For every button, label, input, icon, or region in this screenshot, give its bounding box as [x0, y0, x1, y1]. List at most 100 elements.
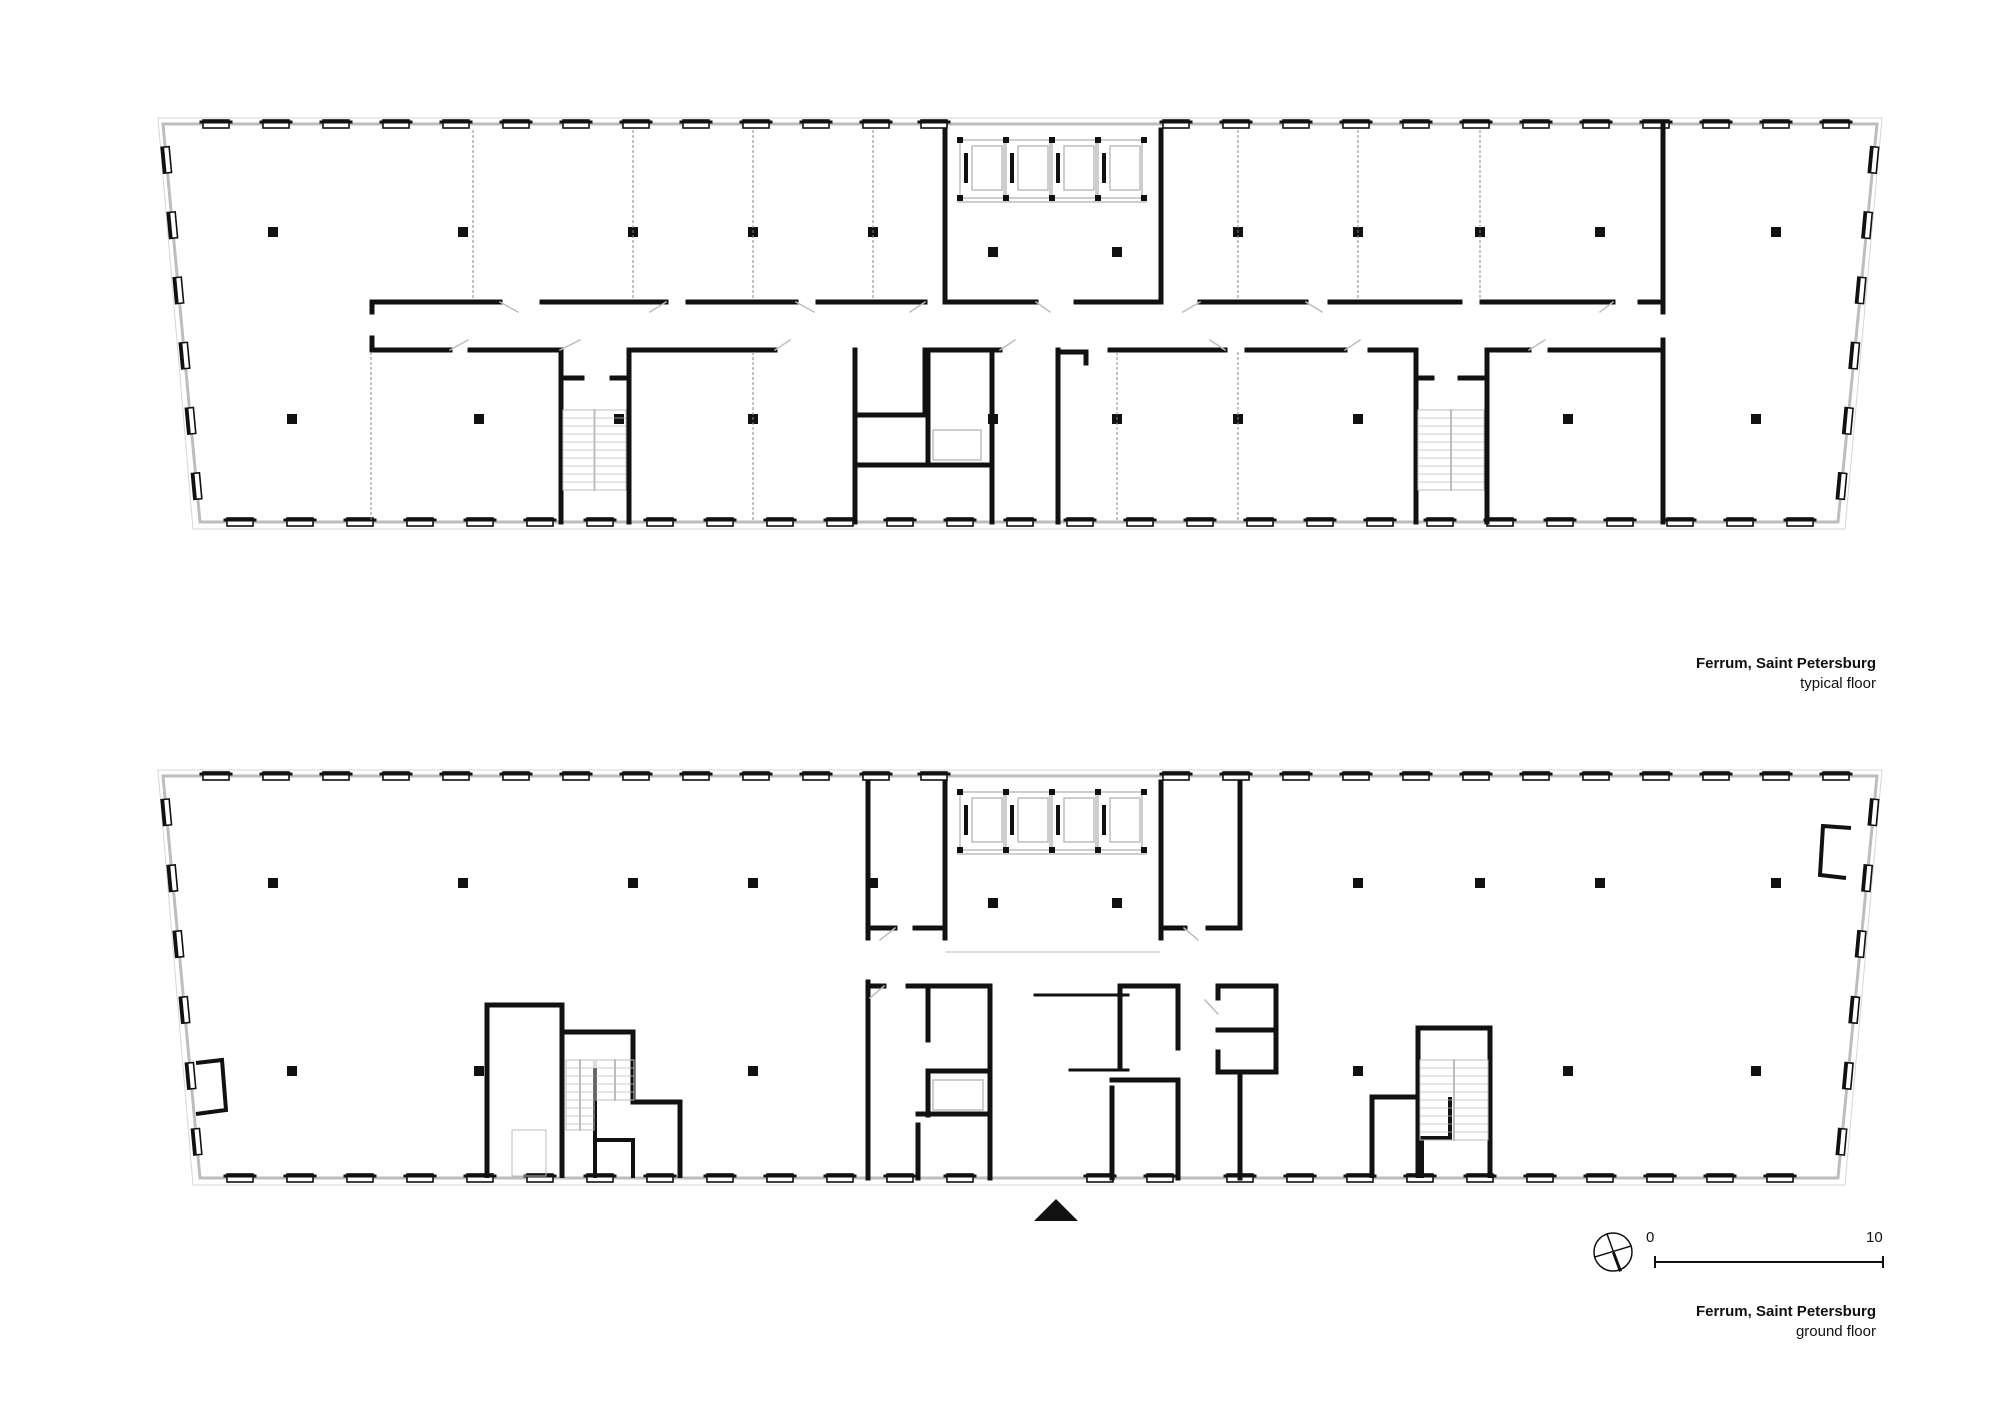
- scale-end-label: 10: [1866, 1229, 1883, 1246]
- wall: [1415, 1025, 1493, 1178]
- window: [1066, 517, 1094, 527]
- elevator-door: [964, 153, 968, 183]
- window: [226, 517, 254, 527]
- window-frame: [173, 277, 179, 304]
- entrance-marker-icon: [1034, 1199, 1078, 1221]
- door-swing: [794, 300, 816, 314]
- window: [1006, 517, 1034, 527]
- door-swing: [1527, 338, 1547, 352]
- elevator-car: [1109, 797, 1141, 843]
- window: [1426, 517, 1454, 527]
- window: [1402, 771, 1430, 781]
- window: [1822, 771, 1850, 781]
- window: [646, 1173, 674, 1183]
- door-swing: [558, 338, 582, 352]
- window-frame: [1868, 798, 1874, 826]
- column-small: [1141, 847, 1147, 853]
- window: [826, 1173, 854, 1183]
- elevator-shaft: [1005, 139, 1051, 199]
- window: [1246, 517, 1274, 527]
- window: [1286, 1173, 1314, 1183]
- window: [586, 517, 614, 527]
- elevator-door: [1102, 805, 1106, 835]
- column-small: [957, 789, 963, 795]
- window: [346, 1173, 374, 1183]
- window: [682, 771, 710, 781]
- north-arrow-circle: [1593, 1232, 1633, 1272]
- wall: [562, 1029, 683, 1178]
- window: [1222, 771, 1250, 781]
- door-swing: [1208, 338, 1227, 352]
- stair-entry: [511, 1129, 547, 1177]
- column: [1563, 1066, 1573, 1076]
- window: [946, 517, 974, 527]
- window: [742, 119, 770, 129]
- window: [562, 119, 590, 129]
- door-swing: [773, 338, 792, 352]
- window: [1582, 119, 1610, 129]
- project-name: Ferrum, Saint Petersburg: [1695, 655, 1876, 672]
- column: [988, 247, 998, 257]
- door-swing: [648, 300, 668, 314]
- north-arrow-icon: [1593, 1232, 1633, 1272]
- column: [748, 878, 758, 888]
- column: [868, 878, 878, 888]
- elevator-car: [1063, 797, 1095, 843]
- window: [920, 119, 948, 129]
- window: [1126, 517, 1154, 527]
- window: [1186, 517, 1214, 527]
- window: [1702, 771, 1730, 781]
- window-frame: [1849, 342, 1855, 369]
- column: [1771, 227, 1781, 237]
- door-swing: [998, 338, 1017, 352]
- elevator-door: [1010, 153, 1014, 183]
- window: [946, 1173, 974, 1183]
- door-swing: [1182, 926, 1200, 942]
- floor-label: ground floor: [1795, 1323, 1876, 1340]
- window: [382, 771, 410, 781]
- window: [862, 771, 890, 781]
- window-frame: [1836, 1128, 1842, 1155]
- column-small: [1049, 789, 1055, 795]
- window: [1702, 119, 1730, 129]
- window-frame: [191, 473, 197, 500]
- wall: [484, 1002, 565, 1178]
- window-frame: [1861, 864, 1868, 892]
- floor-label: typical floor: [1800, 675, 1876, 692]
- elevator-car: [1063, 145, 1095, 191]
- wall: [1369, 1094, 1418, 1178]
- window: [1706, 1173, 1734, 1183]
- door-swing: [1343, 338, 1362, 352]
- elevator-car: [1017, 145, 1049, 191]
- window: [1642, 119, 1670, 129]
- title-block-typical: Ferrum, Saint Petersburg typical floor: [1696, 654, 1876, 694]
- typical-floor-plan: [157, 117, 1883, 530]
- column-small: [1095, 789, 1101, 795]
- column-small: [1141, 789, 1147, 795]
- window: [226, 1173, 254, 1183]
- window: [406, 1173, 434, 1183]
- column: [1595, 227, 1605, 237]
- wall: [1420, 1097, 1452, 1178]
- column: [1563, 414, 1573, 424]
- window: [802, 771, 830, 781]
- window-frame: [167, 212, 173, 239]
- entrance-arrow-icon: [1034, 1199, 1078, 1221]
- column-small: [1049, 195, 1055, 201]
- window: [1162, 771, 1190, 781]
- window: [286, 517, 314, 527]
- door-swing: [908, 300, 927, 314]
- window: [920, 771, 948, 781]
- elevator-shaft: [1097, 139, 1143, 199]
- column: [1595, 878, 1605, 888]
- window: [562, 771, 590, 781]
- title-block-ground: Ferrum, Saint Petersburg ground floor: [1696, 1302, 1876, 1342]
- window: [1522, 771, 1550, 781]
- elevator-service: [932, 429, 982, 461]
- window: [706, 1173, 734, 1183]
- window: [442, 771, 470, 781]
- window: [1666, 517, 1694, 527]
- window: [466, 1173, 494, 1183]
- elevator-shaft: [959, 791, 1005, 851]
